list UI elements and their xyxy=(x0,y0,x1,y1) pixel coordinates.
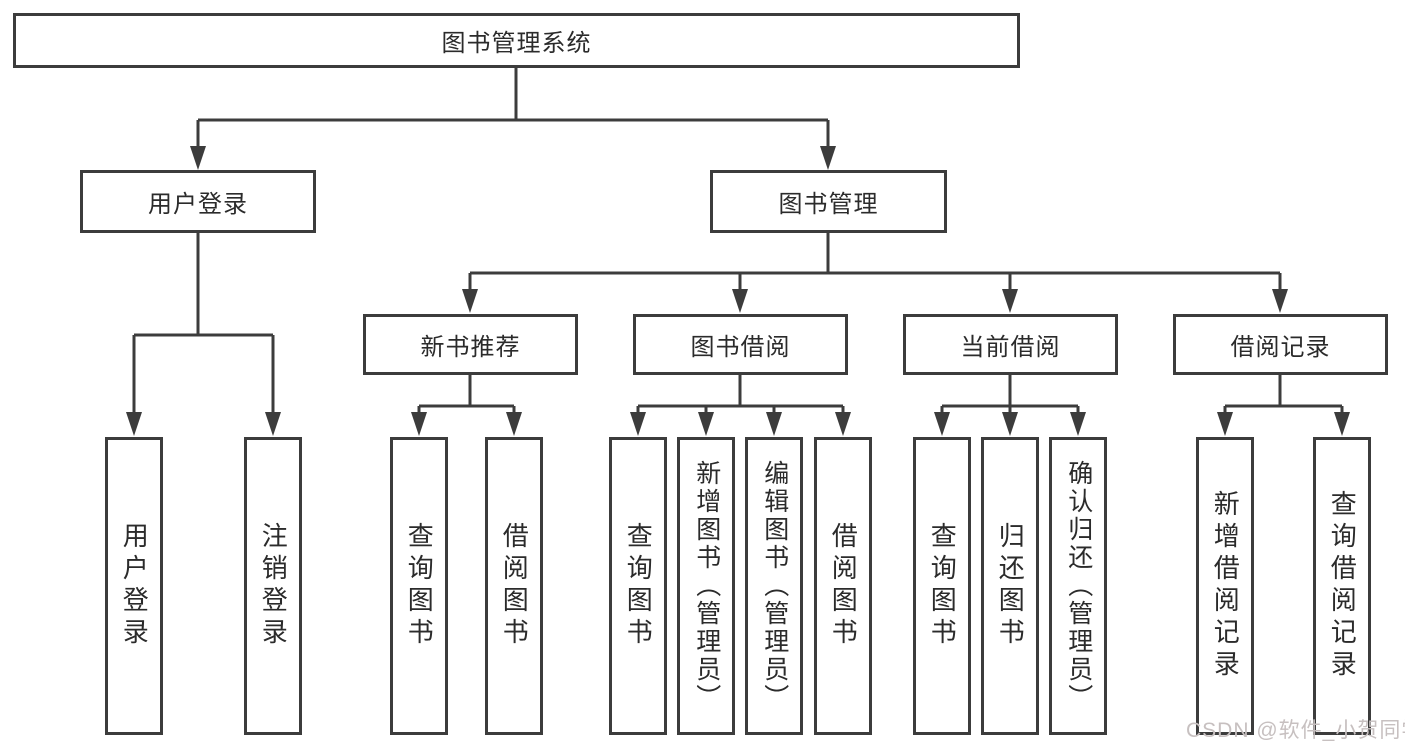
node-new-book-recommend: 新书推荐 xyxy=(363,314,578,375)
node-book-management: 图书管理 xyxy=(710,170,947,233)
node-leaf-add-books-admin-label: 新增图书（管理员） xyxy=(692,460,721,712)
csdn-watermark: CSDN @软件_小贺同学 xyxy=(1186,719,1405,742)
connector-root-to-level2 xyxy=(190,68,836,170)
node-root: 图书管理系统 xyxy=(13,13,1020,68)
node-leaf-query-books-2-label: 查询图书 xyxy=(623,522,654,650)
node-current-borrow: 当前借阅 xyxy=(903,314,1118,375)
connector-book-management-children xyxy=(462,233,1288,313)
node-leaf-return-books-label: 归还图书 xyxy=(995,522,1026,650)
node-leaf-query-books-1: 查询图书 xyxy=(390,437,448,735)
connector-user-login-children xyxy=(126,233,281,436)
node-borrow-record: 借阅记录 xyxy=(1173,314,1388,375)
node-root-label: 图书管理系统 xyxy=(441,30,592,57)
node-leaf-query-borrow-record-label: 查询借阅记录 xyxy=(1327,490,1358,682)
connector-borrow-record-children xyxy=(1217,375,1350,436)
connector-current-borrow-children xyxy=(934,375,1086,436)
node-borrow-record-label: 借阅记录 xyxy=(1230,334,1331,361)
node-leaf-edit-books-admin-label: 编辑图书（管理员） xyxy=(760,460,789,712)
node-leaf-logout: 注销登录 xyxy=(244,437,302,735)
node-leaf-edit-books-admin: 编辑图书（管理员） xyxy=(745,437,803,735)
node-leaf-add-books-admin: 新增图书（管理员） xyxy=(677,437,735,735)
node-leaf-borrow-books-2: 借阅图书 xyxy=(814,437,872,735)
node-leaf-query-books-3: 查询图书 xyxy=(913,437,971,735)
node-leaf-logout-label: 注销登录 xyxy=(258,522,289,650)
node-leaf-confirm-return-admin-label: 确认归还（管理员） xyxy=(1064,460,1093,712)
node-book-borrow-label: 图书借阅 xyxy=(690,334,791,361)
node-leaf-user-login-label: 用户登录 xyxy=(119,522,150,650)
node-book-management-label: 图书管理 xyxy=(778,191,879,218)
node-leaf-confirm-return-admin: 确认归还（管理员） xyxy=(1049,437,1107,735)
node-book-borrow: 图书借阅 xyxy=(633,314,848,375)
node-leaf-user-login: 用户登录 xyxy=(105,437,163,735)
node-leaf-borrow-books-1-label: 借阅图书 xyxy=(499,522,530,650)
node-leaf-query-books-1-label: 查询图书 xyxy=(404,522,435,650)
connector-book-borrow-children xyxy=(630,375,851,436)
connector-new-book-recommend-children xyxy=(411,375,522,436)
node-leaf-borrow-books-2-label: 借阅图书 xyxy=(828,522,859,650)
node-leaf-return-books: 归还图书 xyxy=(981,437,1039,735)
node-leaf-query-borrow-record: 查询借阅记录 xyxy=(1313,437,1371,735)
node-leaf-borrow-books-1: 借阅图书 xyxy=(485,437,543,735)
node-leaf-query-books-2: 查询图书 xyxy=(609,437,667,735)
node-leaf-query-books-3-label: 查询图书 xyxy=(927,522,958,650)
node-user-login: 用户登录 xyxy=(80,170,316,233)
node-leaf-add-borrow-record: 新增借阅记录 xyxy=(1196,437,1254,735)
node-user-login-label: 用户登录 xyxy=(148,191,248,218)
node-new-book-recommend-label: 新书推荐 xyxy=(420,334,521,361)
node-current-borrow-label: 当前借阅 xyxy=(960,334,1061,361)
node-leaf-add-borrow-record-label: 新增借阅记录 xyxy=(1210,490,1241,682)
